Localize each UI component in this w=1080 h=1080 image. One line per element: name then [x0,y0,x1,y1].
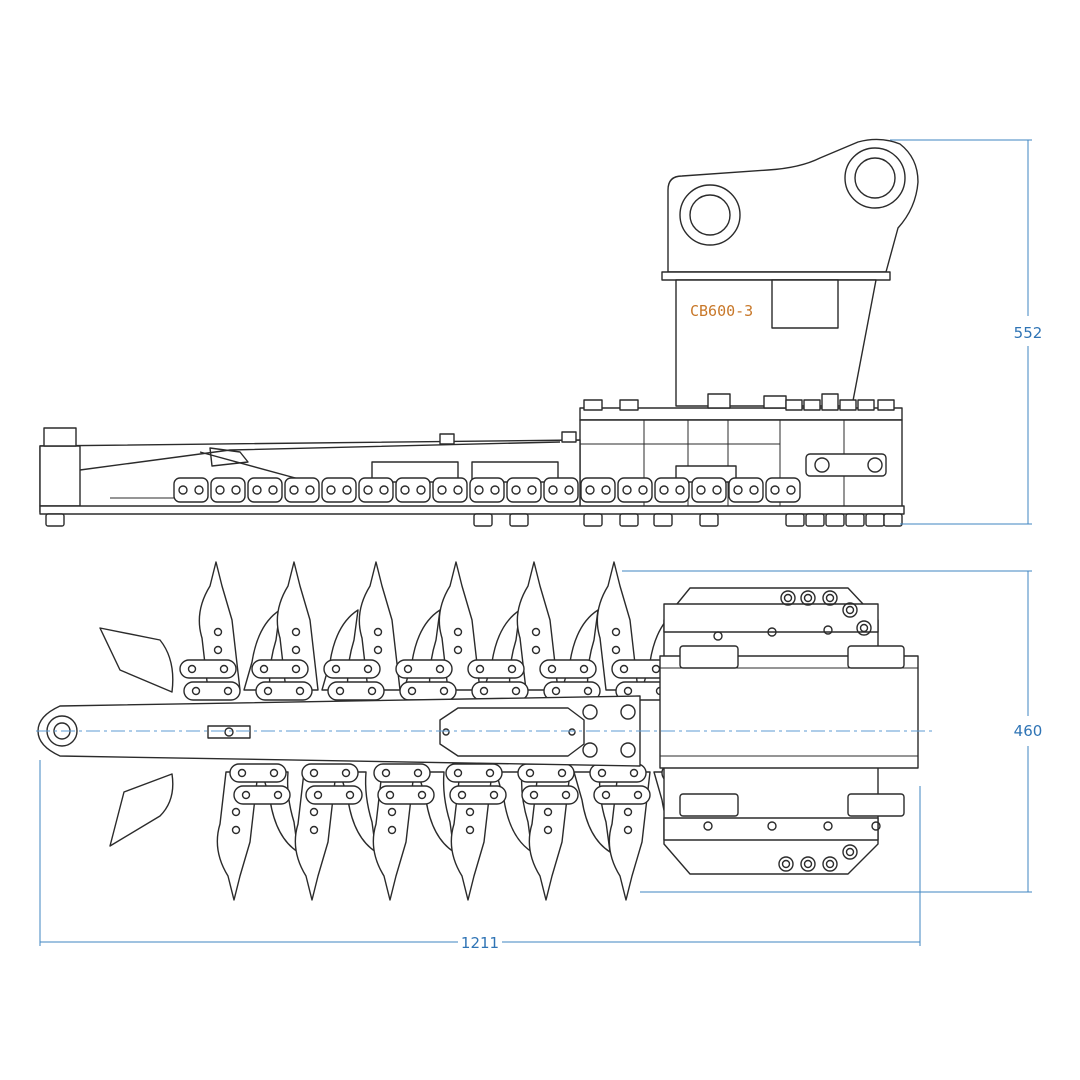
nut [805,513,825,527]
chain-link [593,785,651,805]
nut [883,513,903,527]
nut [583,513,603,527]
nut [45,513,65,527]
housing-bolts [778,590,872,872]
chain-link [617,477,653,503]
chain-link [251,659,309,679]
bottom-nuts [45,513,903,527]
nut [699,513,719,527]
chain-link [377,785,435,805]
chain-link [179,659,237,679]
model-label: CB600-3 [690,302,753,320]
chain-link [654,477,690,503]
dimension-length: 1211 [461,934,499,952]
gearbox-body [659,655,919,769]
idler-housing [39,445,81,507]
chain-link [255,681,313,701]
chain-link [395,477,431,503]
dimension-width: 460 [1014,722,1043,740]
chain-link [580,477,616,503]
dimension-height: 552 [1014,324,1043,342]
bracket-window [771,279,839,329]
chain-link [543,477,579,503]
chain-link [173,477,209,503]
chain-link [233,785,291,805]
chain-link [210,477,246,503]
chain-link [247,477,283,503]
pin-hole-rear [679,184,741,246]
nut [653,513,673,527]
chain-link [506,477,542,503]
chain-link [539,659,597,679]
chain-link [229,763,287,783]
chain-link [284,477,320,503]
nut [865,513,885,527]
chain-link [521,785,579,805]
chain-link [691,477,727,503]
chain-link [373,763,431,783]
drive-housing-plan [659,587,919,875]
chain-link [728,477,764,503]
chain-link [183,681,241,701]
pin-hole-front [844,147,906,209]
chain-link [395,659,453,679]
mounting-bracket [661,138,919,407]
adjuster-slot [805,453,887,477]
chain-link [327,681,385,701]
cutting-tooth [99,627,174,693]
chain-link [467,659,525,679]
nut [473,513,493,527]
dimension-lines: 552 460 1211 [39,139,1043,952]
chain-link [445,763,503,783]
bracket-plate [661,271,891,281]
chain-link [323,659,381,679]
cutting-tooth [109,773,174,847]
chain-link [301,763,359,783]
chain-link [432,477,468,503]
chain-link [449,785,507,805]
nut [825,513,845,527]
chain-link [305,785,363,805]
nut [619,513,639,527]
boom-base-plate [39,505,905,515]
chain-link [321,477,357,503]
tension-block [207,725,251,739]
nut [845,513,865,527]
nut [785,513,805,527]
top-bolts [583,393,895,411]
chain-link [469,477,505,503]
side-chain [173,477,801,503]
top-view [36,561,936,901]
side-view: CB600-3 [39,138,919,527]
nut [509,513,529,527]
chain-link [765,477,801,503]
boom-cover-plate [439,707,585,757]
chain-link [358,477,394,503]
